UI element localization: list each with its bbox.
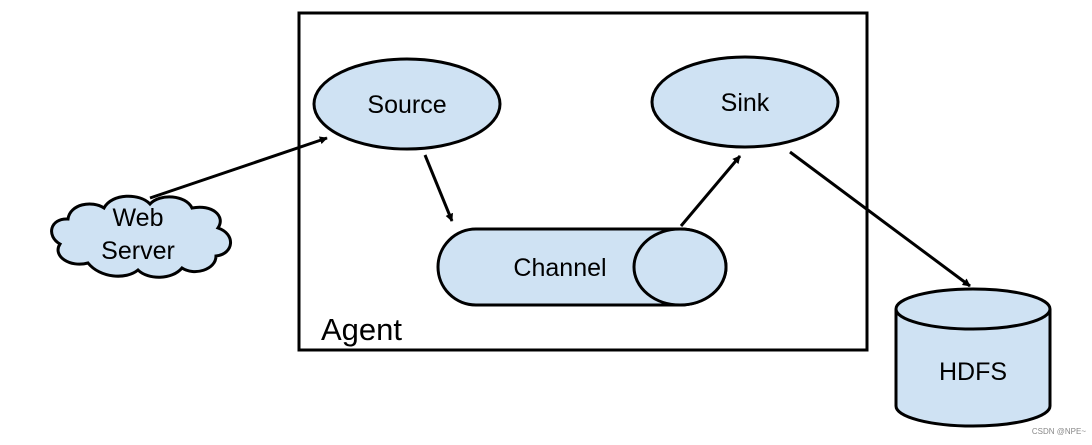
arrow-sink-to-hdfs <box>789 150 971 288</box>
source-label: Source <box>367 91 446 119</box>
source-node: Source <box>312 57 502 151</box>
source-ellipse <box>312 57 502 151</box>
sink-ellipse <box>650 55 840 149</box>
sink-node: Sink <box>650 55 840 149</box>
hdfs-node: HDFS <box>894 287 1052 428</box>
watermark-text: CSDN @NPE~ <box>1032 427 1086 436</box>
arrow-source-to-channel <box>423 154 454 222</box>
channel-label: Channel <box>513 254 606 282</box>
hdfs-label: HDFS <box>939 358 1007 386</box>
arrow-webserver-to-source <box>149 136 328 200</box>
web-server-label-line2: Server <box>101 237 175 265</box>
web-server-label-line1: Web <box>113 204 164 232</box>
hdfs-body <box>894 309 1052 428</box>
flow-arrows <box>149 136 971 288</box>
agent-label: Agent <box>321 312 402 347</box>
hdfs-top <box>894 287 1052 331</box>
channel-end-cap <box>632 227 728 307</box>
channel-node: Channel <box>436 227 728 307</box>
web-server-cloud: Web Server <box>50 194 232 279</box>
arrow-channel-to-sink <box>679 155 742 227</box>
sink-label: Sink <box>721 89 770 117</box>
cloud-shape <box>50 194 232 279</box>
